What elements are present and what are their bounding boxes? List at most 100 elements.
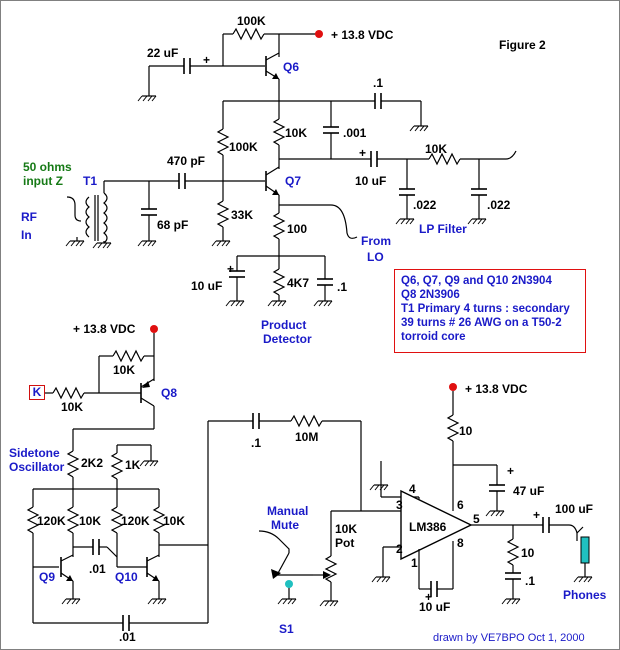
label-r-100k-bias: 100K (229, 140, 258, 154)
phones-jack (580, 536, 590, 564)
label-pot-10k: 10K (335, 522, 357, 536)
label-pin6: 6 (457, 498, 464, 512)
label-lp-filter: LP Filter (419, 222, 467, 236)
label-r-2k2: 2K2 (81, 456, 103, 470)
label-c-68pf: 68 pF (157, 218, 188, 232)
label-t1: T1 (83, 174, 97, 188)
label-pot-word: Pot (335, 536, 354, 550)
label-rf-2: In (21, 228, 32, 242)
label-pin1: 1 (411, 556, 418, 570)
supply-dot-top (315, 30, 323, 38)
note-line: torroid core (401, 331, 466, 343)
resistor-10k-a (66, 506, 80, 534)
label-phones: Phones (563, 588, 607, 602)
label-c-470pf: 470 pF (167, 154, 205, 168)
resistor-10k-key (52, 386, 85, 400)
label-q10: Q10 (115, 570, 138, 584)
label-q9: Q9 (39, 570, 55, 584)
label-from-lo-1: From (361, 234, 391, 248)
figure-credit: drawn by VE7BPO Oct 1, 2000 (433, 632, 585, 644)
label-r-10k-q8: 10K (113, 363, 135, 377)
audio-amplifier (208, 383, 593, 607)
label-c-47uf: 47 uF (513, 484, 544, 498)
lm386-body (400, 489, 473, 561)
label-r-100: 100 (287, 222, 307, 236)
note-line: T1 Primary 4 turns : secondary (401, 303, 570, 315)
label-r-120k-b: 120K (121, 514, 150, 528)
label-pin4: 4 (409, 482, 416, 496)
note-line: 39 turns # 26 AWG on a T50-2 (401, 317, 562, 329)
label-c-022-a: .022 (413, 198, 437, 212)
label-c-point1-st: .1 (251, 436, 261, 450)
label-c-point1-zobel: .1 (525, 574, 535, 588)
label-c-022-b: .022 (487, 198, 511, 212)
label-r-120k-a: 120K (37, 514, 66, 528)
label-r-4k7: 4K7 (287, 276, 309, 290)
label-r-10k-key: 10K (61, 400, 83, 414)
label-supply-mid: + 13.8 VDC (73, 322, 136, 336)
label-s1: S1 (279, 622, 294, 636)
label-r-10k-filter: 10K (425, 142, 447, 156)
resistor-120k-b (110, 506, 124, 534)
label-q6: Q6 (283, 60, 299, 74)
q7-stage (211, 101, 429, 307)
label-product-1: Product (261, 318, 306, 332)
q6-stage (137, 27, 429, 132)
label-c-point1: .1 (373, 76, 383, 90)
s1-contact (285, 580, 293, 588)
label-manual-2: Mute (271, 518, 299, 532)
label-c-01-osc: .01 (89, 562, 106, 576)
polarity-plus-emit: + (227, 262, 234, 276)
label-c-22uf: 22 uF (147, 46, 178, 60)
label-lm386: LM386 (409, 520, 447, 534)
label-r-10-zobel: 10 (521, 546, 535, 560)
polarity-plus-22uf: + (203, 53, 210, 67)
label-manual-1: Manual (267, 504, 308, 518)
resistor-10k-q8 (112, 349, 145, 363)
lp-filter (395, 150, 517, 225)
label-pin2: 2 (396, 542, 403, 556)
t1-primary (85, 196, 90, 238)
resistor-4k7 (272, 268, 286, 296)
note-line: Q8 2N3906 (401, 289, 460, 301)
label-r-10m: 10M (295, 430, 318, 444)
label-c-point1-emit: .1 (337, 280, 347, 294)
label-c-10uf-gain: 10 uF (419, 600, 450, 614)
resistor-10m (290, 414, 323, 428)
figure-title: Figure 2 (499, 38, 546, 52)
label-r-10k-coll: 10K (285, 126, 307, 140)
resistor-10k-b (152, 506, 166, 534)
label-c-100uf: 100 uF (555, 502, 593, 516)
label-sidetone-2: Oscillator (9, 460, 65, 474)
resistor-100 (272, 212, 286, 240)
pot-10k (324, 555, 338, 583)
label-supply-top: + 13.8 VDC (331, 28, 394, 42)
label-r-33k: 33K (231, 208, 253, 222)
label-sidetone-1: Sidetone (9, 446, 60, 460)
resistor-2k2 (66, 450, 80, 478)
polarity-plus-10uf: + (359, 146, 366, 160)
supply-dot-right (449, 383, 457, 391)
label-r-10-supply: 10 (459, 424, 473, 438)
resistor-100k-top (232, 27, 265, 41)
label-pin8: 8 (457, 536, 464, 550)
label-r-1k: 1K (125, 458, 141, 472)
resistor-33k (216, 200, 230, 228)
polarity-plus-10uf-gain: + (425, 590, 432, 604)
label-from-lo-2: LO (367, 250, 384, 264)
key-input-box: K (29, 385, 45, 400)
resistor-100k-bias (216, 128, 230, 156)
resistor-10-supply (446, 414, 460, 442)
label-supply-right: + 13.8 VDC (465, 382, 528, 396)
polarity-plus-47uf: + (507, 464, 514, 478)
sidetone-oscillator (26, 325, 209, 631)
label-q7: Q7 (285, 174, 301, 188)
label-q8: Q8 (161, 386, 177, 400)
supply-dot-mid (150, 325, 158, 333)
label-c-001: .001 (343, 126, 367, 140)
resistor-1k (110, 452, 124, 480)
label-r-10k-a: 10K (79, 514, 101, 528)
label-pin3: 3 (396, 498, 403, 512)
